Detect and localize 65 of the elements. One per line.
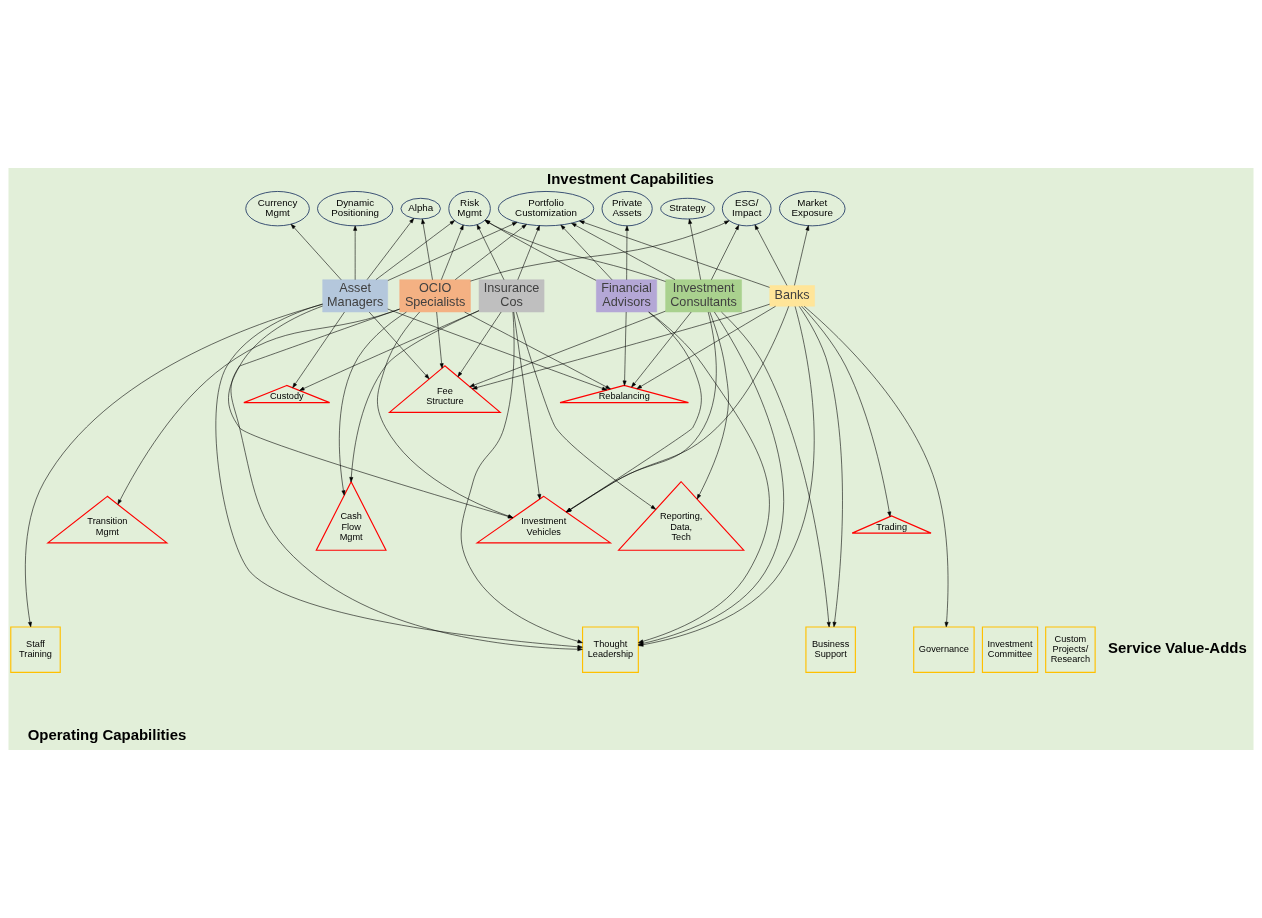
node-box: Staff Training xyxy=(10,626,61,673)
diagram-title: Investment Capabilities xyxy=(547,169,714,187)
node-box: Business Support xyxy=(805,626,856,673)
arrow xyxy=(299,310,480,391)
arrow xyxy=(721,311,831,628)
node-box: Insurance Cos xyxy=(478,279,545,313)
label: Operating Capabilities xyxy=(27,726,187,744)
node-ellipse: Dynamic Positioning xyxy=(317,191,394,227)
node-box: Thought Leadership xyxy=(582,626,639,673)
arrow xyxy=(472,303,770,390)
node-box: Custom Projects/ Research xyxy=(1045,626,1096,673)
arrow xyxy=(349,310,480,483)
arrow xyxy=(631,311,692,388)
arrow xyxy=(560,224,613,281)
arrow xyxy=(711,224,740,281)
node-box: OCIO Specialists xyxy=(399,279,471,313)
node-box: Asset Managers xyxy=(322,279,388,313)
arrow xyxy=(801,305,892,517)
arrow xyxy=(516,311,656,510)
node-box: Investment Consultants xyxy=(665,279,742,313)
arrow xyxy=(457,311,502,377)
arrow xyxy=(636,306,776,390)
arrow xyxy=(375,220,455,280)
arrow xyxy=(421,218,433,280)
arrow xyxy=(387,308,608,391)
node-box: Financial Advisors xyxy=(596,279,657,313)
arrow xyxy=(353,225,358,281)
arrow xyxy=(469,310,666,387)
arrow xyxy=(454,224,527,280)
node-ellipse: Strategy xyxy=(660,197,715,220)
arrow xyxy=(754,224,788,286)
arrow xyxy=(387,222,518,281)
arrow xyxy=(688,218,701,280)
arrow xyxy=(377,311,514,519)
arrow xyxy=(517,225,540,280)
arrow xyxy=(794,225,810,286)
arrow xyxy=(799,306,843,628)
arrow xyxy=(25,304,323,628)
arrow xyxy=(368,311,430,380)
node-ellipse: Private Assets xyxy=(601,191,653,227)
arrow xyxy=(292,311,345,388)
arrow xyxy=(571,222,676,280)
arrow xyxy=(436,311,444,369)
arrow xyxy=(565,305,789,513)
node-box: Investment Committee xyxy=(981,626,1039,673)
arrow xyxy=(339,311,407,496)
arrow xyxy=(476,224,505,281)
arrow xyxy=(117,308,400,505)
arrow xyxy=(513,311,542,500)
arrow xyxy=(696,311,729,500)
arrow xyxy=(460,311,583,644)
arrow xyxy=(579,220,770,288)
arrow xyxy=(366,218,414,280)
arrow xyxy=(228,305,514,519)
arrow xyxy=(625,225,629,281)
arrow xyxy=(622,311,627,386)
node-ellipse: Market Exposure xyxy=(779,191,846,227)
node-box: Governance xyxy=(913,626,975,673)
label: Service Value-Adds xyxy=(1108,638,1247,656)
node-ellipse: Alpha xyxy=(400,197,441,220)
arrow xyxy=(803,306,949,628)
arrow xyxy=(464,311,611,390)
arrow xyxy=(290,223,342,281)
node-box: Banks xyxy=(769,285,815,307)
arrow xyxy=(441,224,464,281)
